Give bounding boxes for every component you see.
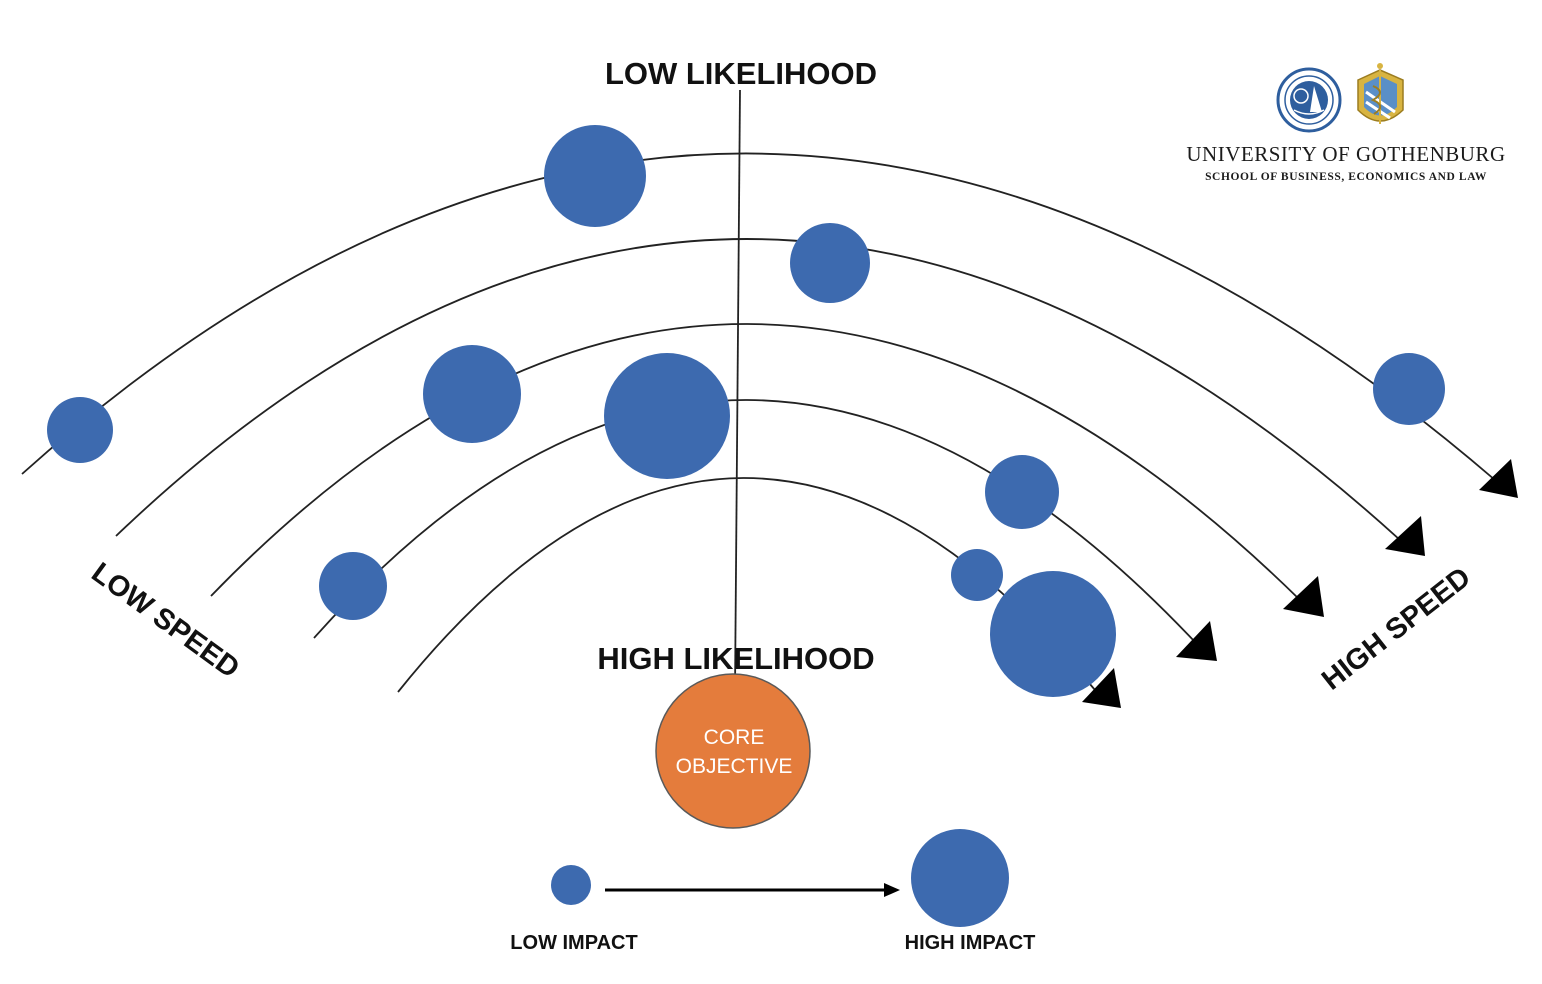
risk-bubble	[790, 223, 870, 303]
legend-low-impact-bubble	[551, 865, 591, 905]
core-objective: CORE OBJECTIVE	[655, 673, 811, 829]
arrowhead-4	[1176, 621, 1217, 661]
risk-bubble	[423, 345, 521, 443]
orbit-arc-3	[210, 323, 1301, 601]
high-likelihood-label: HIGH LIKELIHOOD	[597, 641, 874, 676]
risk-bubble	[1373, 353, 1445, 425]
core-objective-line1: CORE	[704, 726, 765, 749]
impact-legend: LOW IMPACT HIGH IMPACT	[510, 829, 1035, 954]
core-objective-line2: OBJECTIVE	[676, 755, 793, 778]
high-speed-label: HIGH SPEED	[1316, 561, 1477, 696]
arrowhead-3	[1283, 576, 1324, 617]
risk-bubble	[544, 125, 646, 227]
arrowhead-5	[1082, 668, 1121, 708]
risk-bubble	[985, 455, 1059, 529]
legend-high-impact-bubble	[911, 829, 1009, 927]
university-seal-icon	[1276, 67, 1342, 133]
low-impact-label: LOW IMPACT	[510, 932, 637, 954]
orbit-arcs	[21, 152, 1496, 693]
orbit-arrowheads	[1082, 459, 1518, 708]
core-objective-circle	[655, 673, 811, 829]
orbit-arc-1	[21, 152, 1496, 481]
high-impact-label: HIGH IMPACT	[905, 932, 1036, 954]
legend-arrow-head	[884, 883, 900, 897]
risk-bubble	[951, 549, 1003, 601]
low-speed-label: LOW SPEED	[85, 557, 245, 685]
risk-bubbles	[47, 125, 1445, 697]
orbit-arc-2	[115, 238, 1401, 541]
arrowhead-1	[1479, 459, 1518, 498]
arrowhead-2	[1385, 516, 1425, 556]
risk-bubble	[319, 552, 387, 620]
risk-bubble	[604, 353, 730, 479]
orbit-arc-4	[313, 399, 1196, 643]
logo-university-name: UNIVERSITY OF GOTHENBURG	[1186, 142, 1505, 166]
school-emblem-icon	[1357, 63, 1404, 124]
risk-bubble	[990, 571, 1116, 697]
risk-bubble	[47, 397, 113, 463]
university-logo: UNIVERSITY OF GOTHENBURG SCHOOL OF BUSIN…	[1186, 63, 1505, 183]
logo-school-name: SCHOOL OF BUSINESS, ECONOMICS AND LAW	[1205, 171, 1487, 183]
low-likelihood-label: LOW LIKELIHOOD	[605, 56, 877, 91]
likelihood-axis	[734, 89, 741, 691]
